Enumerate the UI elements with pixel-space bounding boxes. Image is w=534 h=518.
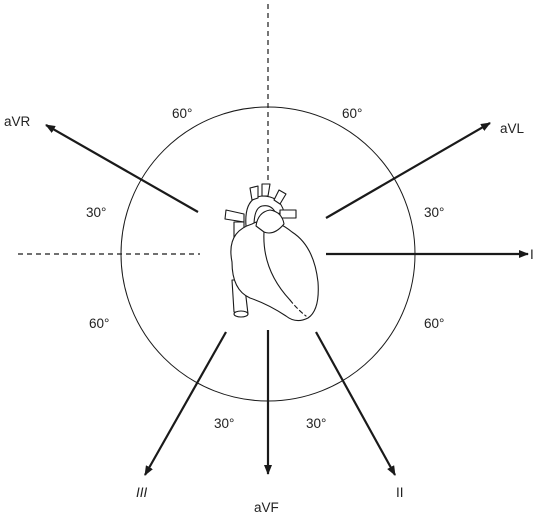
lead-label-ii: II (396, 485, 404, 500)
lead-label-avr: aVR (4, 114, 31, 129)
lead-label-avl: aVL (500, 121, 525, 136)
angle-label-lower-right: 60° (424, 316, 444, 331)
angle-label-bottom-left: 30° (214, 416, 234, 431)
angle-label-upper-left: 30° (86, 205, 106, 220)
lead-label-i: I (530, 247, 534, 262)
angle-label-upper-right: 30° (424, 205, 444, 220)
angle-label-top-left: 60° (172, 106, 192, 121)
lead-arrow-iii (144, 331, 227, 476)
lead-arrow-avr (45, 124, 199, 213)
lead-arrow-avl (325, 122, 491, 219)
angle-label-bottom-right: 30° (306, 416, 326, 431)
lead-arrow-ii (315, 331, 396, 476)
angle-label-top-right: 60° (342, 106, 362, 121)
angle-label-lower-left: 60° (89, 316, 109, 331)
lead-label-iii: III (136, 485, 148, 500)
lead-label-avf: aVF (254, 500, 279, 515)
heart-icon (224, 183, 319, 322)
